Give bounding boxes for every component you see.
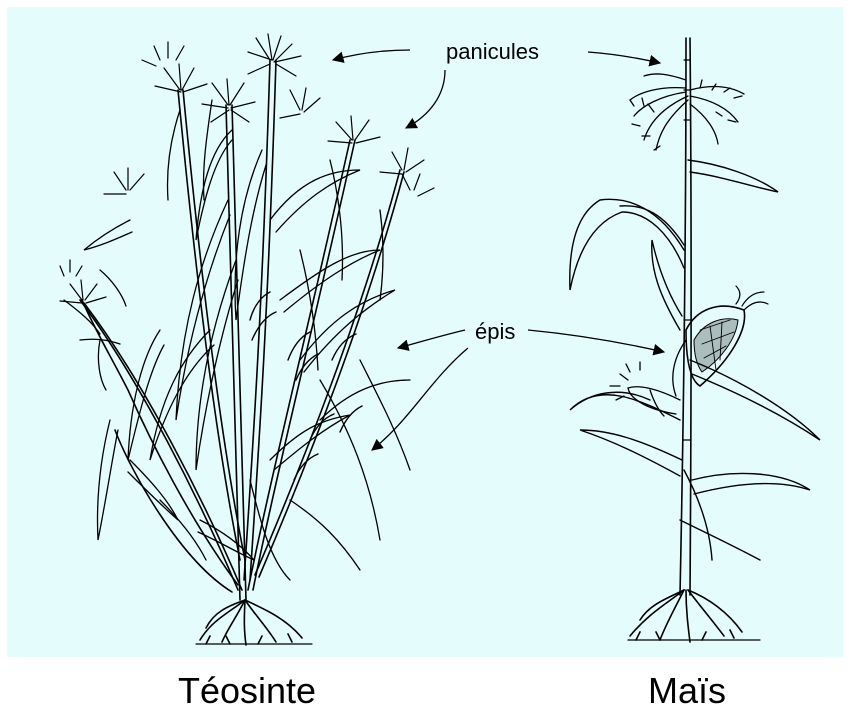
label-ears: épis — [475, 319, 515, 345]
arrow-panicles-maize — [588, 52, 660, 63]
maize-ear — [673, 286, 768, 396]
arrow-panicles-left — [333, 50, 410, 60]
arrow-panicles-teosinte — [406, 70, 445, 128]
maize-leaves — [570, 160, 820, 560]
teosinte-roots — [196, 600, 312, 645]
caption-teosinte: Téosinte — [178, 670, 316, 712]
maize-small-ear — [610, 362, 680, 416]
arrow-ears-teosinte-upper — [398, 330, 465, 348]
teosinte-stems — [80, 60, 404, 600]
arrow-ears-maize — [528, 330, 664, 352]
arrow-ears-teosinte-lower — [372, 348, 468, 450]
label-panicles: panicules — [446, 39, 539, 65]
maize-roots — [628, 590, 760, 642]
teosinte-plant-drawing — [60, 34, 434, 645]
caption-maize: Maïs — [648, 670, 726, 712]
maize-tassel — [630, 74, 744, 150]
